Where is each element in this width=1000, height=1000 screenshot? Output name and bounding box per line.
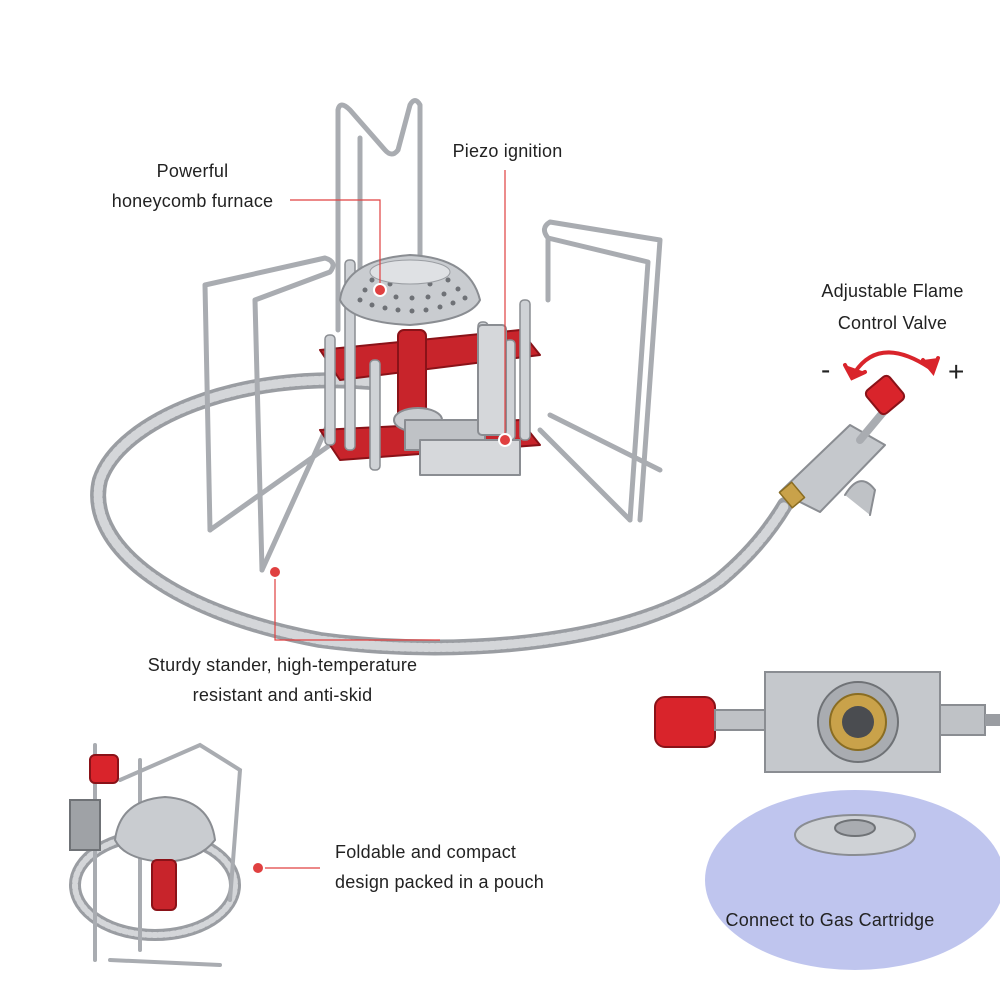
foldable-label-line2: design packed in a pouch	[335, 872, 544, 892]
furnace-label: Powerful honeycomb furnace	[90, 156, 295, 216]
flame-control-valve	[778, 374, 906, 516]
callout-dot-icon	[251, 861, 265, 875]
rotate-arrow-icon	[843, 350, 940, 381]
folded-stove	[69, 742, 243, 967]
piezo-igniter	[477, 324, 507, 436]
stander-label-line1: Sturdy stander, high-temperature	[147, 655, 418, 675]
burner-stem	[393, 329, 521, 476]
plus-sign: +	[948, 356, 965, 387]
valve-label-line1: Adjustable Flame	[821, 281, 964, 301]
honeycomb-burner	[339, 254, 481, 326]
right-pot-support	[537, 219, 663, 523]
stander-label-line2: resistant and anti-skid	[192, 685, 373, 705]
top-pot-support	[335, 98, 423, 333]
foldable-label-line1: Foldable and compact	[335, 842, 517, 862]
valve-label: Adjustable Flame Control Valve	[805, 276, 980, 338]
minus-sign: -	[821, 354, 831, 385]
foldable-label: Foldable and compact design packed in a …	[335, 837, 590, 897]
piezo-label: Piezo ignition	[452, 141, 563, 161]
callout-dot-icon	[498, 433, 512, 447]
gas-cartridge	[705, 790, 1000, 970]
cartridge-connector	[654, 671, 1000, 773]
left-pot-support	[202, 255, 336, 573]
furnace-label-line1: Powerful	[156, 161, 229, 181]
furnace-label-line2: honeycomb furnace	[111, 191, 274, 211]
main-stove	[90, 98, 906, 656]
stander-label: Sturdy stander, high-temperature resista…	[120, 650, 445, 710]
callout-dot-icon	[268, 565, 282, 579]
leader-lines	[258, 170, 506, 869]
valve-label-line2: Control Valve	[837, 313, 948, 333]
callout-dot-icon	[373, 283, 387, 297]
cartridge-label: Connect to Gas Cartridge	[725, 910, 935, 930]
callout-dots	[251, 283, 512, 875]
